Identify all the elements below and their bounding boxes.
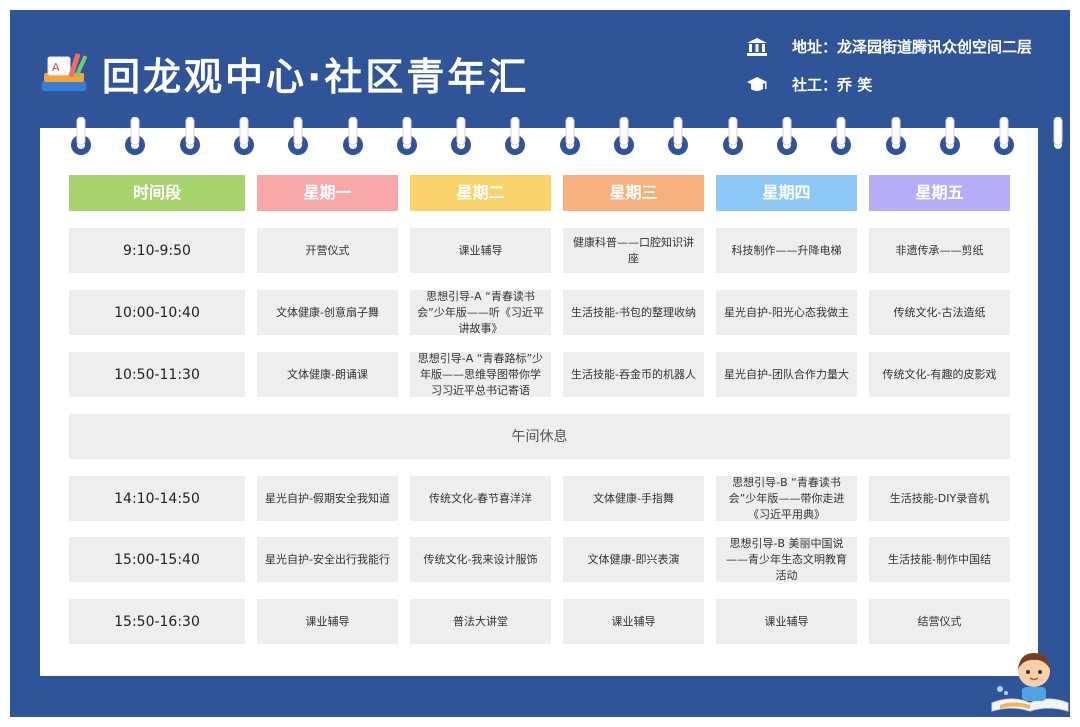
activity-cell: 传统文化-春节喜洋洋 [410, 476, 551, 521]
activity-cell: 生活技能-吞金币的机器人 [563, 352, 704, 397]
header-weekday: 星期四 [716, 175, 857, 211]
activity-cell: 传统文化-我来设计服饰 [410, 537, 551, 582]
activity-cell: 传统文化-有趣的皮影戏 [869, 352, 1010, 397]
activity-cell: 思想引导-B “青春读书会”少年版——带你走进《习近平用典》 [716, 476, 857, 521]
binder-ring [1046, 116, 1070, 157]
binder-ring [123, 116, 147, 157]
activity-cell: 生活技能-制作中国结 [869, 537, 1010, 582]
activity-cell: 文体健康-手指舞 [563, 476, 704, 521]
activity-cell: 开营仪式 [257, 228, 398, 273]
binder-ring [829, 116, 853, 157]
activity-cell: 课业辅导 [410, 228, 551, 273]
binder-ring [612, 116, 636, 157]
header-weekday: 星期二 [410, 175, 551, 211]
binder-ring [884, 116, 908, 157]
time-slot-cell: 14:10-14:50 [69, 476, 245, 521]
activity-cell: 课业辅导 [257, 599, 398, 644]
activity-cell: 生活技能-DIY录音机 [869, 476, 1010, 521]
activity-cell: 星光自护-假期安全我知道 [257, 476, 398, 521]
binder-ring [992, 116, 1016, 157]
binder-ring [341, 116, 365, 157]
binder-ring [232, 116, 256, 157]
binder-ring [938, 116, 962, 157]
binder-ring [503, 116, 527, 157]
activity-cell: 文体健康-创意扇子舞 [257, 290, 398, 335]
binder-ring [178, 116, 202, 157]
page-title: 回龙观中心·社区青年汇 [102, 55, 530, 99]
title-area: A 回龙观中心·社区青年汇 [38, 46, 529, 101]
activity-cell: 星光自护-团队合作力量大 [716, 352, 857, 397]
activity-cell: 结营仪式 [869, 599, 1010, 644]
activity-cell: 传统文化-古法造纸 [869, 290, 1010, 335]
activity-cell: 思想引导-B 美丽中国说——青少年生态文明教育活动 [716, 537, 857, 582]
activity-cell: 科技制作——升降电梯 [716, 228, 857, 273]
activity-cell: 课业辅导 [563, 599, 704, 644]
worker-row: 社工：乔 笑 [746, 74, 872, 95]
activity-cell: 文体健康-即兴表演 [563, 537, 704, 582]
header-time-slot: 时间段 [69, 175, 245, 211]
address-row: 地址：龙泽园街道腾讯众创空间二层 [746, 36, 1032, 57]
time-slot-cell: 10:50-11:30 [69, 352, 245, 397]
worker-text: 社工：乔 笑 [792, 76, 873, 94]
activity-cell: 非遗传承——剪纸 [869, 228, 1010, 273]
binder-ring [395, 116, 419, 157]
reading-kid-illustration [988, 645, 1070, 715]
books-icon: A [38, 51, 90, 97]
header-weekday: 星期一 [257, 175, 398, 211]
activity-cell: 健康科普——口腔知识讲座 [563, 228, 704, 273]
lunch-break-row: 午间休息 [69, 414, 1010, 459]
activity-cell: 生活技能-书包的整理收纳 [563, 290, 704, 335]
binder-ring [666, 116, 690, 157]
activity-cell: 思想引导-A “青春读书会”少年版——听《习近平讲故事》 [410, 290, 551, 335]
activity-cell: 课业辅导 [716, 599, 857, 644]
binder-ring [449, 116, 473, 157]
binder-ring [286, 116, 310, 157]
activity-cell: 星光自护-安全出行我能行 [257, 537, 398, 582]
binder-ring [69, 116, 93, 157]
schedule-paper [40, 128, 1038, 676]
binder-ring [721, 116, 745, 157]
bank-icon [746, 37, 768, 57]
graduation-cap-icon [746, 75, 768, 95]
binder-ring [775, 116, 799, 157]
activity-cell: 星光自护-阳光心态我做主 [716, 290, 857, 335]
time-slot-cell: 10:00-10:40 [69, 290, 245, 335]
header-weekday: 星期三 [563, 175, 704, 211]
time-slot-cell: 15:50-16:30 [69, 599, 245, 644]
address-text: 地址：龙泽园街道腾讯众创空间二层 [792, 38, 1033, 56]
header-weekday: 星期五 [869, 175, 1010, 211]
activity-cell: 思想引导-A “青春路标”少年版——思维导图带你学习习近平总书记寄语 [410, 352, 551, 397]
svg-text:A: A [52, 61, 60, 74]
activity-cell: 文体健康-朗诵课 [257, 352, 398, 397]
binder-ring [558, 116, 582, 157]
time-slot-cell: 15:00-15:40 [69, 537, 245, 582]
activity-cell: 普法大讲堂 [410, 599, 551, 644]
time-slot-cell: 9:10-9:50 [69, 228, 245, 273]
